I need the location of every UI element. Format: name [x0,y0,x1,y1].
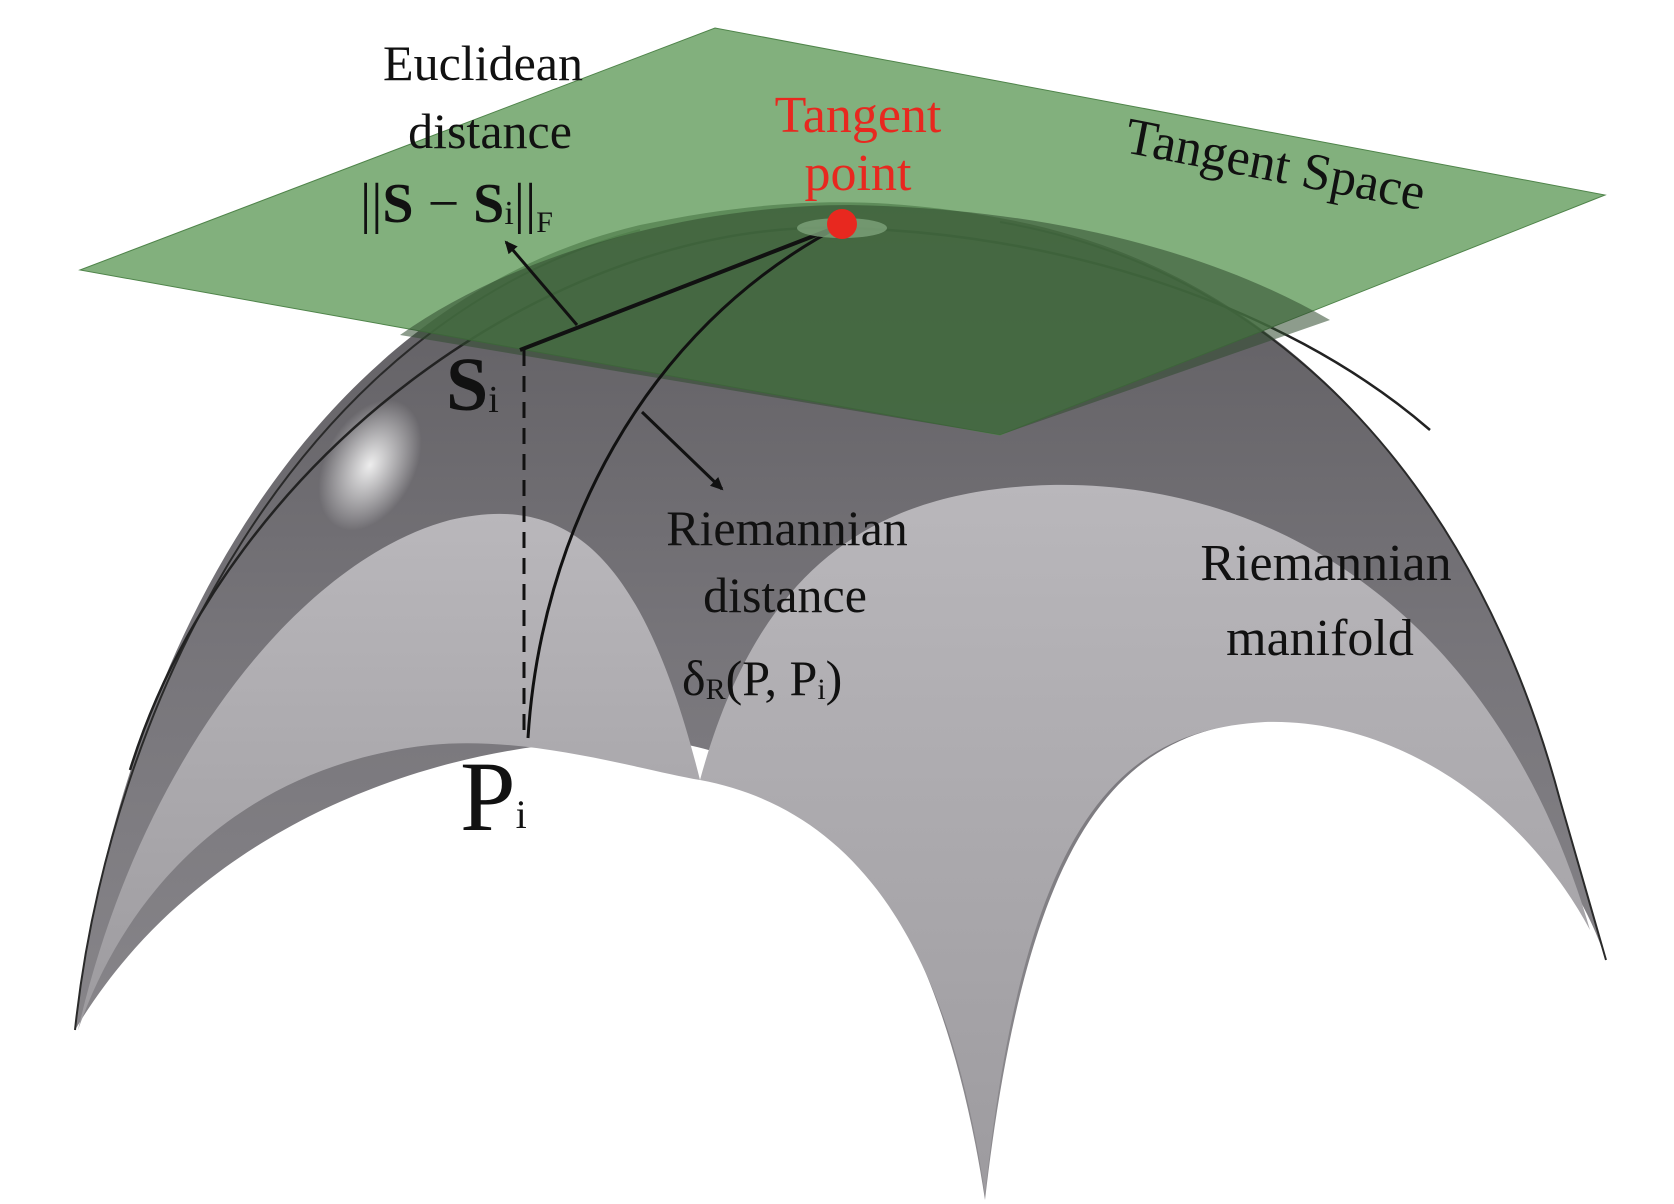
tangent-point-label-line1: Tangent [775,87,942,144]
euclidean-distance-label-line1: Euclidean [383,35,583,91]
geodesic-curve [526,223,843,739]
manifold-lobe-left [78,513,700,1030]
riemannian-manifold-label-line1: Riemannian [1200,535,1451,592]
tangent-point-dot [827,209,857,239]
euclidean-segment [519,223,843,352]
manifold-highlight [318,399,422,531]
euclidean-arrow [504,240,579,326]
riemannian-arrow [640,410,724,491]
tangent-plane-overlap [400,205,1330,435]
riemannian-manifold-label-line2: manifold [1226,610,1414,667]
euclidean-distance-label-line2: distance [408,103,572,159]
manifold-lobe-right [700,484,1590,1195]
pi-point-label: Pi [460,741,527,852]
euclidean-distance-formula: ||S−Si||F [360,173,553,239]
riemannian-distance-label-line1: Riemannian [666,500,908,556]
tangent-point-label-line2: point [805,145,912,202]
si-point-label: Si [446,343,499,427]
riemannian-distance-label-line2: distance [703,567,867,623]
riemannian-distance-formula: δR(P, Pi) [682,650,842,706]
